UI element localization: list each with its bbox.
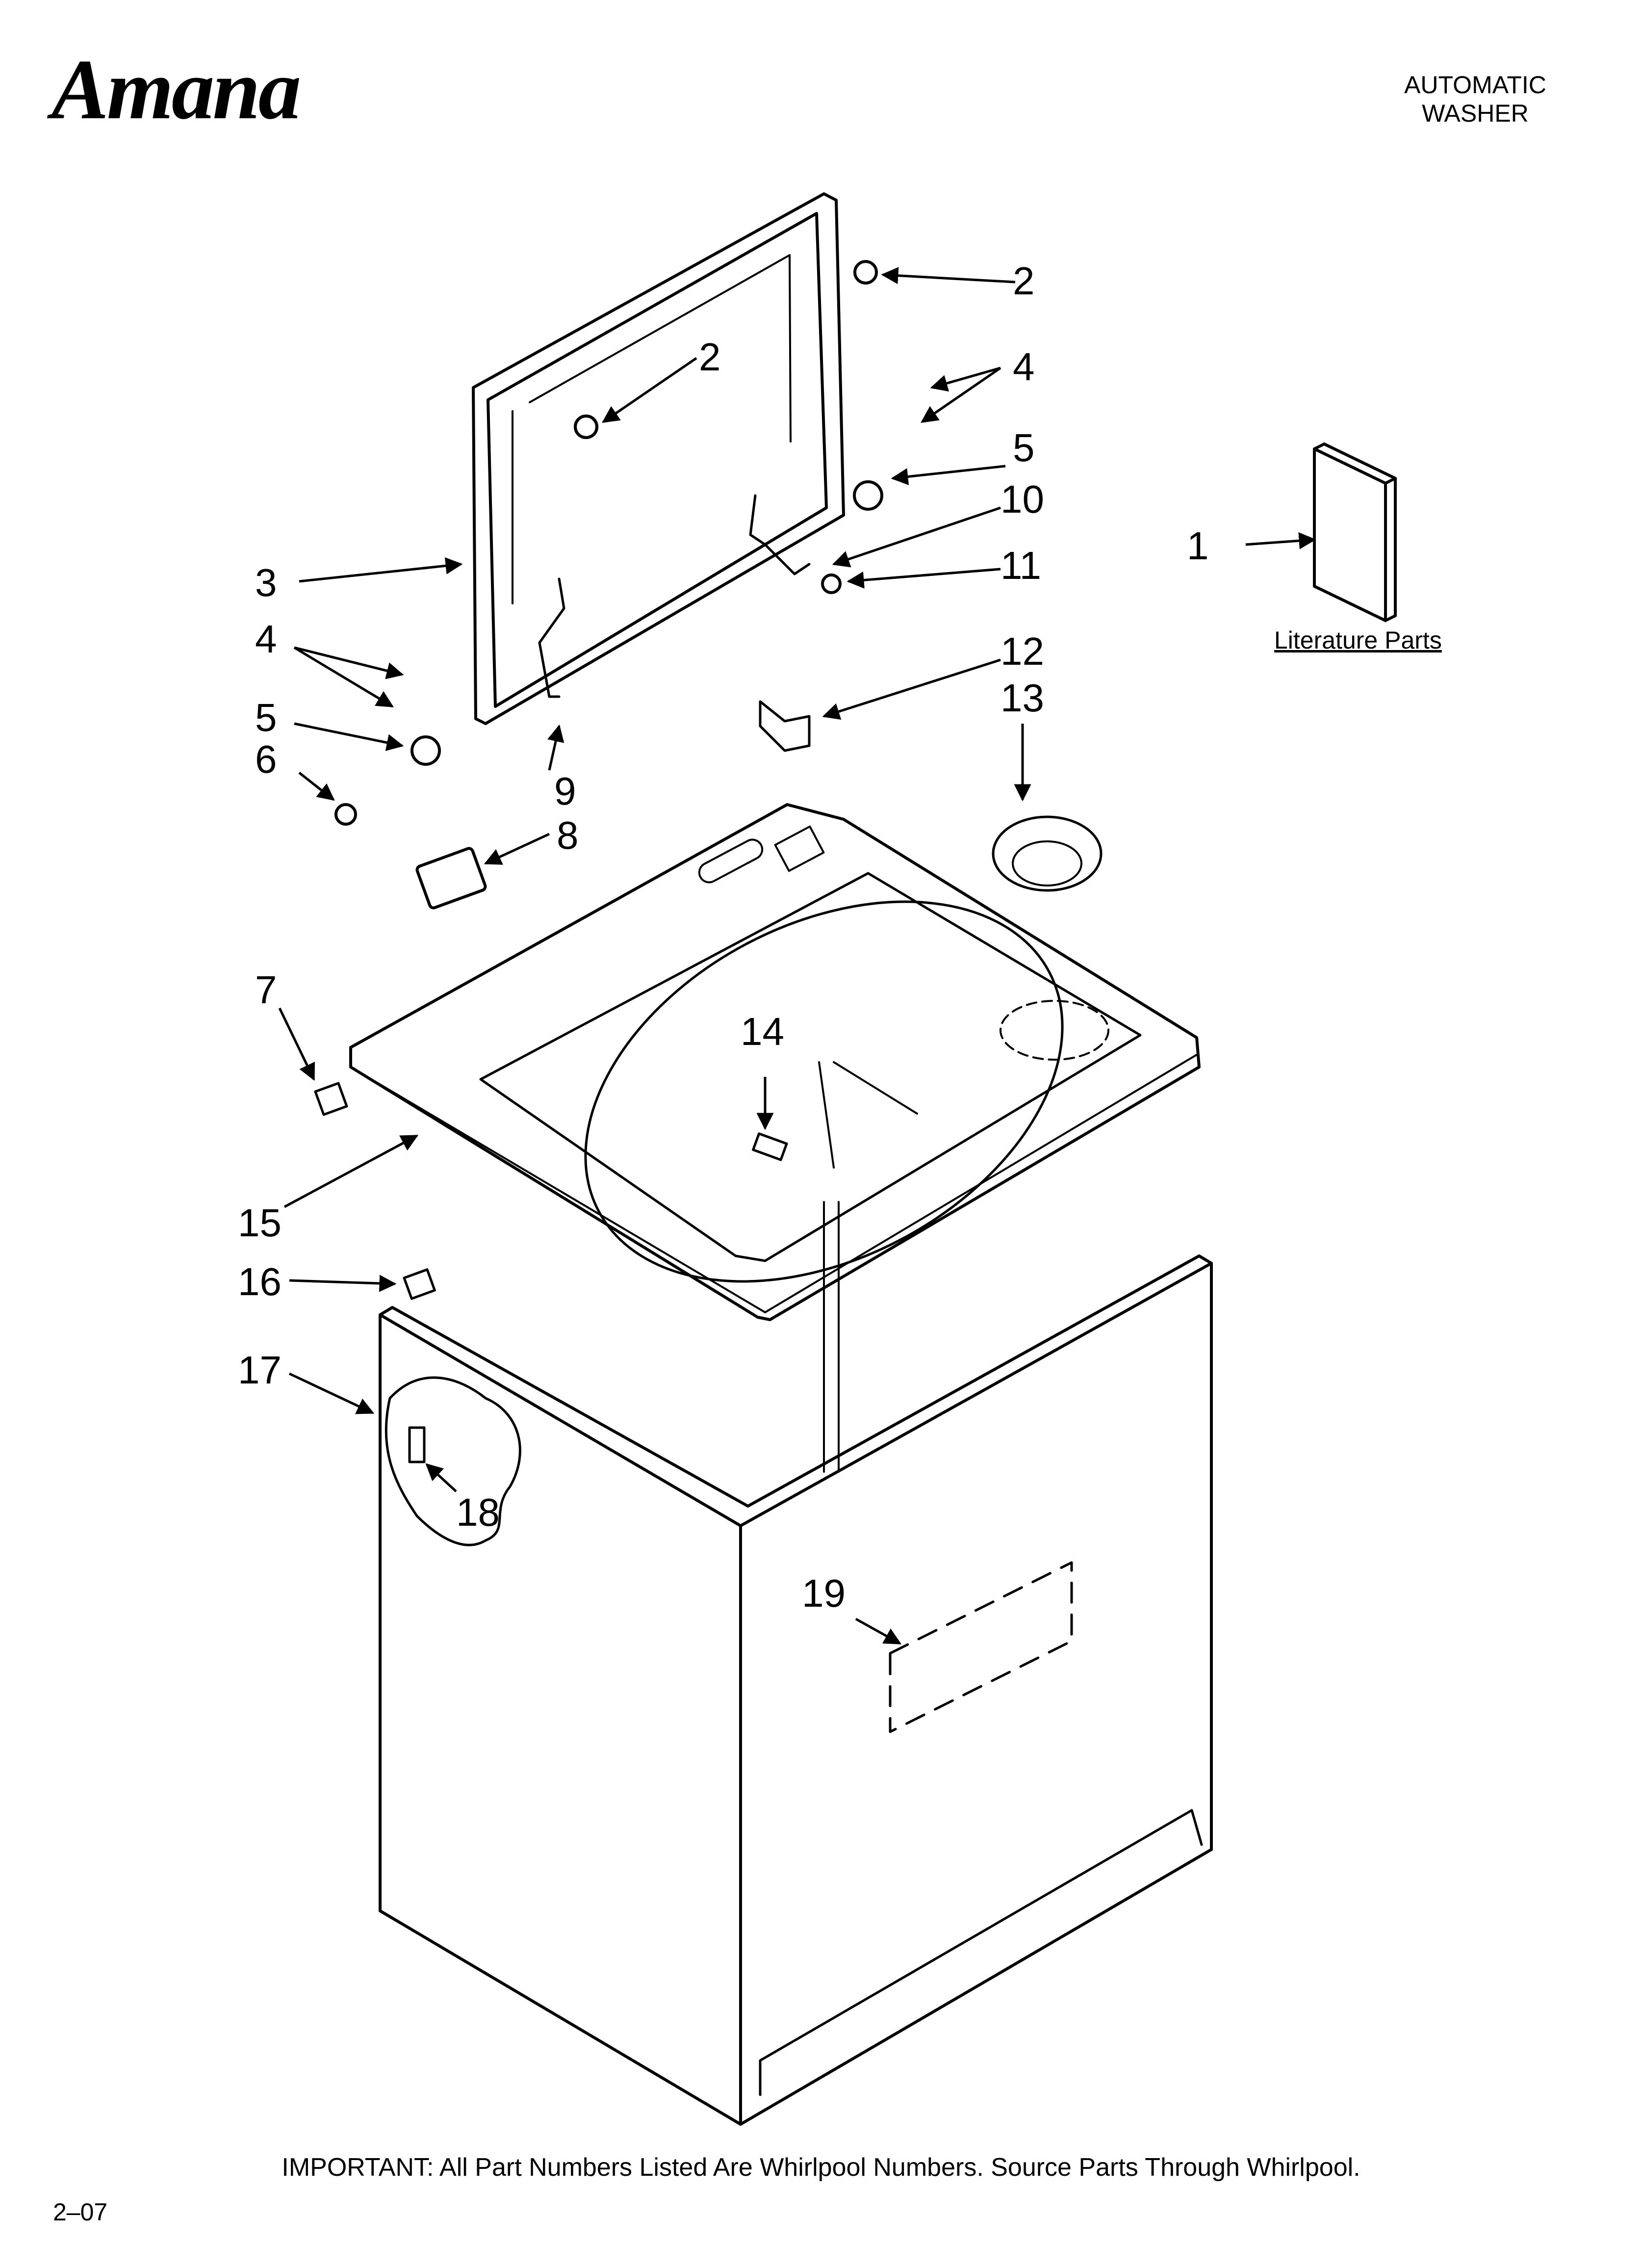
callout-8: 8	[557, 813, 579, 857]
hinge-bushing-left	[410, 735, 441, 766]
callout-7: 7	[255, 968, 277, 1012]
hinge-cap	[821, 574, 842, 594]
cabinet	[379, 1201, 1213, 2126]
callout-1: 1	[1187, 524, 1209, 568]
callout-2: 2	[699, 335, 721, 379]
screw-18	[408, 1426, 426, 1463]
callout-10: 10	[1001, 477, 1044, 521]
hinge-bushing-right	[853, 480, 883, 511]
clip-7	[314, 1082, 348, 1116]
callout-6: 6	[255, 737, 277, 781]
title-line-1: AUTOMATIC	[1404, 71, 1546, 99]
callout-19: 19	[802, 1571, 846, 1615]
lid-switch	[415, 847, 487, 910]
lid	[472, 192, 845, 725]
footer-note: IMPORTANT: All Part Numbers Listed Are W…	[282, 2153, 1360, 2182]
screw-14	[752, 1132, 788, 1161]
bleach-dispenser	[992, 815, 1103, 892]
literature-parts-label: Literature Parts	[1274, 626, 1442, 654]
hinge-rod-right	[749, 494, 811, 575]
literature-book	[1313, 443, 1397, 622]
brand-logo: Amana	[51, 42, 301, 137]
callout-12: 12	[1001, 629, 1044, 673]
callout-5: 5	[255, 696, 277, 739]
callout-2: 2	[1013, 259, 1035, 303]
callout-3: 3	[255, 561, 277, 604]
date-code: 2–07	[53, 2198, 108, 2226]
callout-17: 17	[238, 1348, 282, 1392]
callout-9: 9	[554, 769, 576, 813]
callout-16: 16	[238, 1260, 282, 1303]
callout-4: 4	[1013, 345, 1035, 389]
lid-bumper-left	[574, 415, 598, 439]
callout-14: 14	[741, 1010, 784, 1053]
top-cover	[349, 803, 1201, 1321]
screw-6	[334, 803, 357, 826]
callout-4: 4	[255, 617, 277, 661]
callout-18: 18	[456, 1490, 500, 1534]
callout-5: 5	[1013, 426, 1035, 469]
clip-16	[403, 1268, 436, 1300]
title-line-2: WASHER	[1422, 100, 1529, 127]
callout-11: 11	[1001, 544, 1041, 587]
callout-15: 15	[238, 1201, 282, 1245]
lid-bumper-top	[853, 260, 878, 285]
hinge-clip	[759, 700, 811, 752]
hinge-rod-left	[538, 577, 565, 698]
callout-13: 13	[1001, 676, 1044, 720]
callouts: 1 2 2 3 4 4 5 5 6 7 8 9 10 11 12 13 14 1…	[238, 259, 1442, 1615]
leader-lines	[278, 267, 1316, 1645]
